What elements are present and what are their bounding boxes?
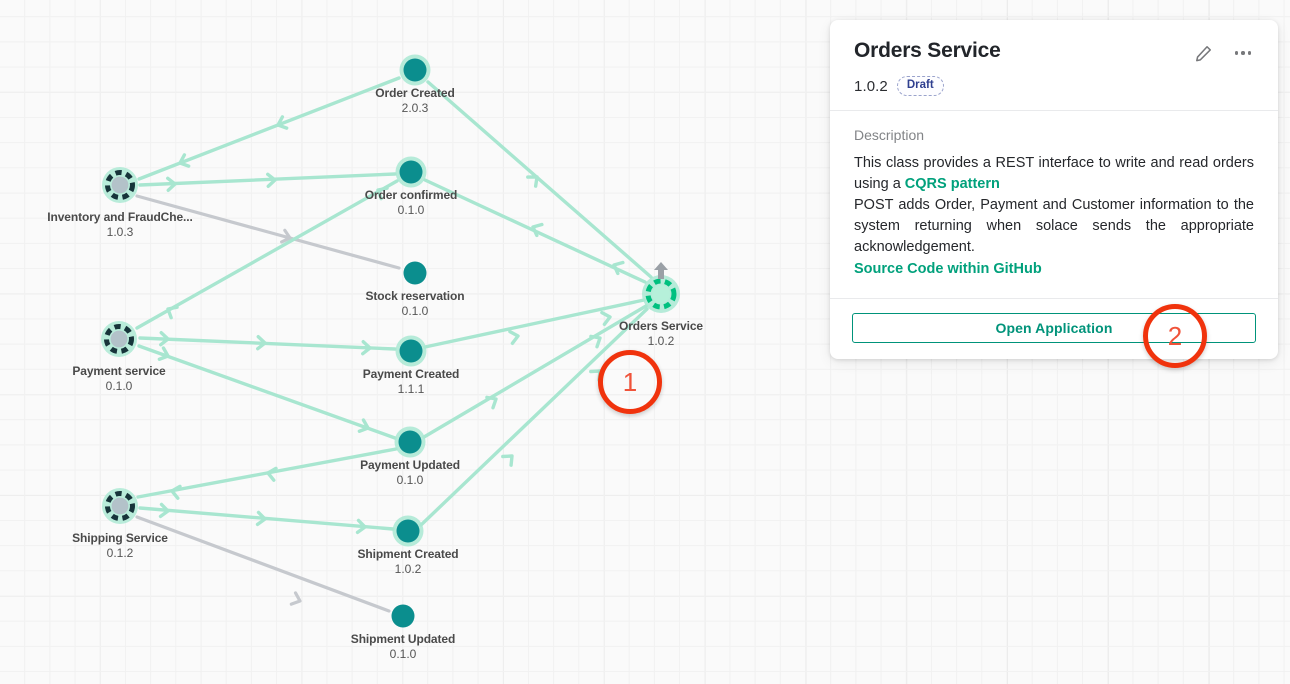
edge-arrowheads-green <box>157 115 625 535</box>
annotation-marker-1: 1 <box>598 350 662 414</box>
panel-footer: Open Application <box>830 299 1278 359</box>
panel-actions <box>1192 38 1254 64</box>
edge-shipping-to-shipment-updated[interactable] <box>135 515 391 613</box>
edge-inventory-order-confirmed[interactable] <box>138 172 397 187</box>
version-text: 1.0.2 <box>854 77 888 95</box>
edge-shipment-created-orders-service[interactable] <box>419 307 649 527</box>
panel-header: Orders Service 1.0.2 Draft <box>830 20 1278 110</box>
edge-payment-payment-updated[interactable] <box>137 344 397 440</box>
node-order-created[interactable] <box>399 54 431 86</box>
page-title: Orders Service <box>854 39 1001 62</box>
node-orders-service-selected[interactable] <box>642 275 680 313</box>
edge-inventory-order-created[interactable] <box>137 76 401 181</box>
edge-inventory-to-stock-reservation[interactable] <box>135 194 401 270</box>
pencil-icon[interactable] <box>1192 42 1214 64</box>
node-payment-updated[interactable] <box>394 426 426 458</box>
description-text: This class provides a REST interface to … <box>854 153 1254 280</box>
panel-body: Description This class provides a REST i… <box>830 111 1278 298</box>
node-shipment-created[interactable] <box>392 515 424 547</box>
annotation-marker-2: 2 <box>1143 304 1207 368</box>
node-shipping-service[interactable] <box>102 488 138 524</box>
edge-arrowheads-grey <box>280 228 302 606</box>
node-stock-reservation[interactable] <box>403 261 427 285</box>
panel-title-row: Orders Service <box>854 38 1254 64</box>
edge-order-created-orders-service[interactable] <box>426 80 653 279</box>
edge-group-grey <box>135 194 401 613</box>
description-line-1-text: This class provides a REST interface to … <box>854 155 1254 192</box>
cqrs-pattern-link[interactable]: CQRS pattern <box>904 176 1000 192</box>
description-line-1: This class provides a REST interface to … <box>854 155 1254 192</box>
panel-divider-bottom <box>830 298 1278 299</box>
panel-subtitle-row: 1.0.2 Draft <box>854 76 1254 96</box>
edge-payment-order-confirmed[interactable] <box>135 179 399 330</box>
node-inventory-and-fraudcheck[interactable] <box>102 167 138 203</box>
node-payment-created[interactable] <box>395 335 427 367</box>
edge-payment-updated-orders-service[interactable] <box>422 304 648 439</box>
edge-payment-created-orders-service[interactable] <box>423 298 646 349</box>
edge-group-green <box>135 76 653 531</box>
status-badge: Draft <box>896 76 944 96</box>
node-shipment-updated[interactable] <box>391 604 415 628</box>
edge-payment-payment-created[interactable] <box>138 336 397 351</box>
description-label: Description <box>854 127 925 143</box>
ellipsis-icon[interactable] <box>1232 51 1254 55</box>
node-payment-service[interactable] <box>101 321 137 357</box>
selected-node-arrow-icon <box>654 262 668 279</box>
description-line-2: POST adds Order, Payment and Customer in… <box>854 197 1254 255</box>
node-order-confirmed[interactable] <box>395 156 427 188</box>
details-panel: Orders Service 1.0.2 Draft <box>830 20 1278 359</box>
panel-divider-top <box>830 110 1278 111</box>
source-code-github-link[interactable]: Source Code within GitHub <box>854 261 1042 277</box>
